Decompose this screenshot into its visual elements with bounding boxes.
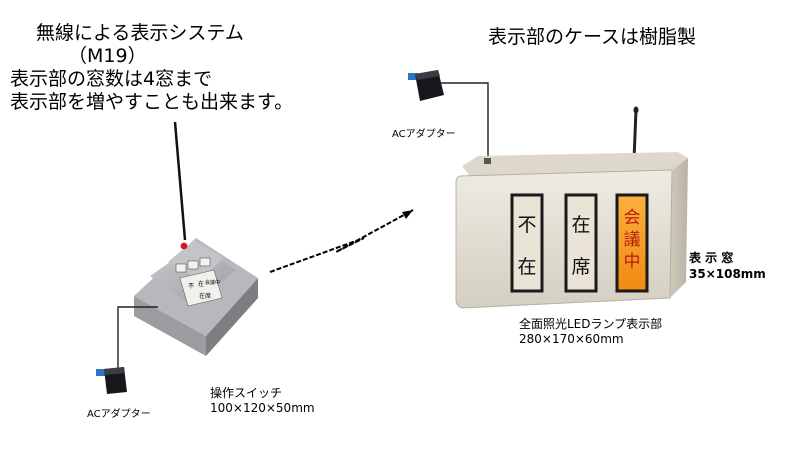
window-char: 席 [571, 256, 590, 278]
window-char: 不 [517, 214, 536, 236]
switch-key-label: 在 [198, 280, 204, 288]
window-frame [510, 193, 544, 293]
switch-key-label: 会議中 [205, 279, 220, 286]
signal-arrowhead-icon [402, 210, 413, 219]
intro-text: 無線による表示システム （M19） 表示部の窓数は4窓まで 表示部を増やすことも… [10, 22, 293, 114]
model-number: （M19） [68, 45, 147, 67]
switch-name: 操作スイッチ [210, 386, 283, 400]
intro-title: 無線による表示システム [36, 22, 244, 44]
adapter-label-top: ACアダプター [392, 129, 456, 140]
window-char: 議 [624, 230, 641, 250]
display-window-2: 在席 [564, 193, 598, 293]
switch-size: 100×120×50mm [210, 401, 315, 415]
window-char: 在 [571, 214, 590, 236]
ac-adapter-top-icon [408, 70, 444, 101]
case-material-note: 表示部のケースは樹脂製 [488, 26, 697, 48]
panel-spec: 全面照光LEDランプ表示部 280×170×60mm [519, 317, 662, 347]
switch-key-label: 在席 [199, 292, 211, 300]
intro-window-count: 表示部の窓数は4窓まで [10, 68, 213, 90]
ac-adapter-bottom-icon [96, 367, 127, 394]
window-char: 在 [517, 256, 536, 278]
switch-key-label: 不 [188, 283, 194, 290]
window-spec-size: 35×108mm [689, 267, 766, 281]
panel-size: 280×170×60mm [519, 332, 624, 346]
window-frame [615, 193, 649, 293]
adapter-cable-top [440, 82, 489, 163]
adapter-cable-bottom [117, 306, 158, 374]
operation-switch: 不 在 会議中 在席 [134, 121, 258, 356]
window-char: 中 [624, 252, 641, 272]
wireless-signal-icon [269, 209, 414, 273]
display-window-1: 不在 [510, 193, 544, 293]
adapter-label-bottom: ACアダプター [87, 409, 151, 420]
window-spec-name: 表 示 窓 [689, 251, 734, 265]
window-char: 会 [624, 208, 641, 228]
panel-name: 全面照光LEDランプ表示部 [519, 317, 663, 331]
window-frame [564, 193, 598, 293]
window-spec: 表 示 窓 35×108mm [689, 250, 766, 282]
intro-expand-note: 表示部を増やすことも出来ます。 [10, 91, 294, 113]
switch-spec: 操作スイッチ 100×120×50mm [210, 386, 315, 416]
display-window-3: 会議中 [615, 193, 649, 293]
